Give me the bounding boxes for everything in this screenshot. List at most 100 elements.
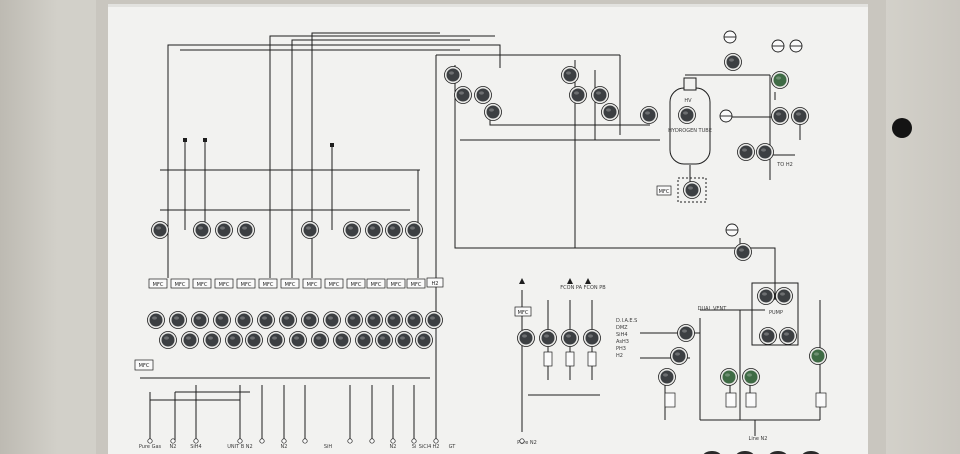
valve-icon[interactable] — [756, 143, 774, 161]
valve-icon[interactable] — [771, 71, 789, 89]
valve-icon[interactable] — [601, 103, 619, 121]
piping-lines — [140, 32, 821, 440]
valve-icon[interactable] — [343, 221, 361, 239]
valve-icon[interactable] — [658, 368, 676, 386]
valve-icon[interactable] — [235, 311, 253, 329]
valve-icon[interactable] — [737, 143, 755, 161]
valve-icon[interactable] — [203, 331, 221, 349]
valve-icon[interactable] — [425, 311, 443, 329]
valve-icon[interactable] — [757, 287, 775, 305]
valve-icon[interactable] — [405, 311, 423, 329]
valve-icon[interactable] — [415, 331, 433, 349]
valve-icon[interactable] — [385, 311, 403, 329]
valve-icon[interactable] — [375, 331, 393, 349]
valve-icon[interactable] — [159, 331, 177, 349]
valve-icon[interactable] — [454, 86, 472, 104]
side-label: H2 — [616, 353, 623, 359]
valve-icon[interactable] — [734, 243, 752, 261]
regulator-box — [677, 177, 707, 203]
valve-icon[interactable] — [301, 311, 319, 329]
bottom-outlet-label: Pure N2 — [517, 440, 537, 446]
valve-icon[interactable] — [213, 311, 231, 329]
regulator-icon — [543, 351, 553, 367]
valve-icon[interactable] — [245, 331, 263, 349]
valve-icon[interactable] — [257, 311, 275, 329]
valve-icon[interactable] — [678, 106, 696, 124]
valve-icon[interactable] — [484, 103, 502, 121]
valve-icon[interactable] — [561, 66, 579, 84]
valve-icon[interactable] — [561, 329, 579, 347]
outlet-port-icon — [411, 438, 417, 444]
valve-icon[interactable] — [267, 331, 285, 349]
valve-icon[interactable] — [355, 331, 373, 349]
outlet-port-icon — [433, 438, 439, 444]
valve-icon[interactable] — [237, 221, 255, 239]
valve-icon[interactable] — [591, 86, 609, 104]
mfc-label: MFC — [241, 282, 252, 288]
mfc-icon: MFC — [346, 278, 366, 289]
mfc-icon: MFC — [406, 278, 426, 289]
mfc-icon: MFC — [324, 278, 344, 289]
mfc-label: MFC — [351, 282, 362, 288]
mfc-label: MFC — [391, 282, 402, 288]
mfc-label: MFC — [139, 363, 150, 369]
valve-icon[interactable] — [779, 327, 797, 345]
valve-icon[interactable] — [225, 331, 243, 349]
valve-icon[interactable] — [191, 311, 209, 329]
mfc-icon: MFC — [302, 278, 322, 289]
valve-icon[interactable] — [215, 221, 233, 239]
bottom-outlet-label: SiH — [324, 444, 333, 450]
valve-icon[interactable] — [301, 221, 319, 239]
valve-icon[interactable] — [775, 287, 793, 305]
valve-icon[interactable] — [724, 53, 742, 71]
valve-icon[interactable] — [345, 311, 363, 329]
valve-icon[interactable] — [151, 221, 169, 239]
side-label: DMZ — [616, 325, 628, 331]
valve-icon[interactable] — [169, 311, 187, 329]
valve-icon[interactable] — [640, 106, 658, 124]
valve-icon[interactable] — [311, 331, 329, 349]
valve-icon[interactable] — [677, 324, 695, 342]
valve-icon[interactable] — [670, 347, 688, 365]
valve-icon[interactable] — [289, 331, 307, 349]
valve-icon[interactable] — [147, 311, 165, 329]
valve-icon[interactable] — [333, 331, 351, 349]
valve-icon[interactable] — [742, 368, 760, 386]
outlet-port-icon — [170, 438, 176, 444]
valve-icon[interactable] — [517, 329, 535, 347]
valve-icon[interactable] — [809, 347, 827, 365]
gauge-icon — [725, 223, 739, 237]
regulator-icon — [815, 392, 827, 408]
valve-icon[interactable] — [583, 329, 601, 347]
outlet-port-icon — [237, 438, 243, 444]
bottom-outlet-label: SiH4 — [190, 444, 202, 450]
mfc-icon: MFC — [214, 278, 234, 289]
valve-icon[interactable] — [720, 368, 738, 386]
valve-icon[interactable] — [539, 329, 557, 347]
valve-icon[interactable] — [365, 221, 383, 239]
valve-icon[interactable] — [385, 221, 403, 239]
hydrogen-tube-vessel: HYDROGEN TUBE — [668, 77, 712, 165]
bottom-outlet-label: Pure Gas — [139, 444, 162, 450]
valve-icon[interactable] — [323, 311, 341, 329]
valve-icon[interactable] — [181, 331, 199, 349]
valve-icon[interactable] — [569, 86, 587, 104]
mfc-icon: MFC — [656, 185, 672, 196]
valve-icon[interactable] — [279, 311, 297, 329]
valve-icon[interactable] — [791, 107, 809, 125]
gauge-icon — [723, 30, 737, 44]
valve-icon[interactable] — [683, 181, 701, 199]
valve-icon[interactable] — [405, 221, 423, 239]
mfc-label: MFC — [411, 282, 422, 288]
mfc-icon: MFC — [134, 359, 154, 371]
bottom-outlet-label: SiCl4 — [419, 444, 432, 450]
mfc-label: MFC — [263, 282, 274, 288]
valve-icon[interactable] — [771, 107, 789, 125]
valve-icon[interactable] — [365, 311, 383, 329]
mfc-label: MFC — [659, 189, 670, 195]
valve-icon[interactable] — [444, 66, 462, 84]
valve-icon[interactable] — [759, 327, 777, 345]
valve-icon[interactable] — [193, 221, 211, 239]
valve-icon[interactable] — [474, 86, 492, 104]
valve-icon[interactable] — [395, 331, 413, 349]
